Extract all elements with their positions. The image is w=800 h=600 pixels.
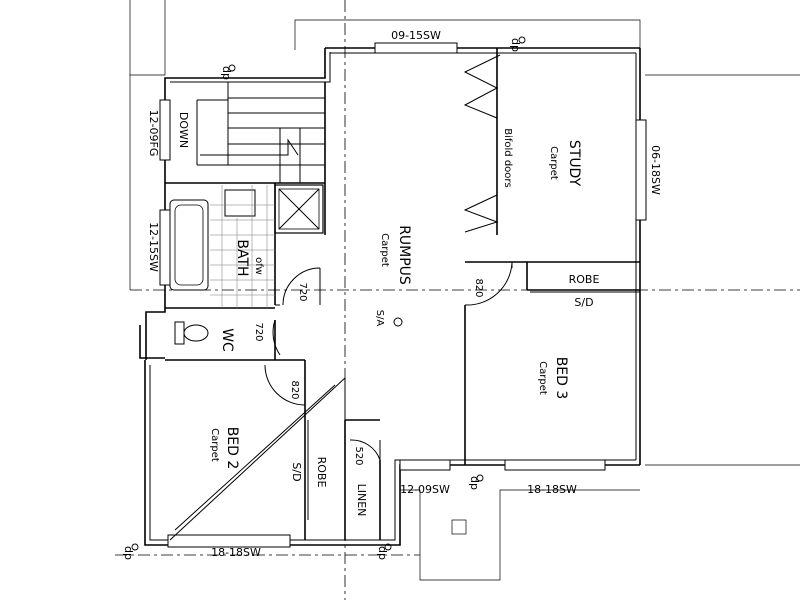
stair-direction-arrow bbox=[200, 138, 299, 156]
downpipe-icon bbox=[228, 64, 236, 72]
bed3-floor: Carpet bbox=[537, 361, 548, 395]
door-bath-size: 720 bbox=[297, 282, 308, 301]
door-wc bbox=[272, 304, 281, 356]
downpipe-label: dp bbox=[121, 546, 134, 560]
smoke-alarm-label: S/A bbox=[374, 310, 385, 327]
bifold-label: Bifold doors bbox=[502, 128, 513, 188]
bed3-name: BED 3 bbox=[553, 357, 569, 400]
downpipe-icon bbox=[131, 543, 139, 551]
stairs-label: DOWN bbox=[177, 112, 190, 148]
toilet bbox=[174, 321, 209, 345]
smoke-alarm-icon bbox=[393, 317, 403, 327]
robe-bed3-name: ROBE bbox=[569, 273, 600, 286]
bathtub bbox=[169, 199, 209, 291]
bath-floor-tiles bbox=[210, 185, 275, 308]
bed2-diagonal-inner bbox=[174, 384, 336, 531]
study-name: STUDY bbox=[566, 140, 582, 187]
bath-fw: ofw bbox=[253, 257, 264, 275]
shower bbox=[274, 184, 324, 234]
window-bath bbox=[159, 209, 171, 286]
door-bed3 bbox=[464, 262, 513, 306]
window-bath-label: 12-15SW bbox=[147, 222, 160, 272]
bed2-name: BED 2 bbox=[224, 427, 240, 470]
robe-bed2-door: S/D bbox=[290, 462, 303, 481]
bed2-diagonal-wall bbox=[169, 376, 346, 541]
door-wc-size: 720 bbox=[253, 322, 264, 341]
window-top bbox=[374, 42, 458, 54]
bath-name: BATH bbox=[234, 239, 250, 276]
downpipe-label: dp bbox=[467, 476, 480, 490]
stairs bbox=[196, 82, 325, 183]
door-linen bbox=[349, 439, 381, 461]
window-top-label: 09-15SW bbox=[391, 29, 441, 42]
window-stair-label: 12-09FG bbox=[147, 110, 160, 157]
rumpus-name: RUMPUS bbox=[396, 225, 412, 285]
window-bed3-bottom bbox=[504, 459, 606, 471]
door-linen-size: 520 bbox=[353, 446, 364, 465]
windows bbox=[159, 42, 647, 548]
door-bed2 bbox=[264, 359, 306, 406]
window-stair bbox=[159, 99, 171, 161]
downpipe-label: dp bbox=[219, 66, 232, 80]
door-bed2-size: 820 bbox=[289, 380, 300, 399]
doors bbox=[264, 54, 640, 520]
downpipe-icon bbox=[384, 543, 392, 551]
window-bottom-mid bbox=[399, 459, 451, 471]
linen-name: LINEN bbox=[355, 484, 368, 517]
study-floor: Carpet bbox=[548, 146, 559, 180]
downpipes bbox=[131, 36, 526, 551]
rumpus-floor: Carpet bbox=[379, 233, 390, 267]
downpipe-label: dp bbox=[375, 546, 388, 560]
downpipe-icon bbox=[518, 36, 526, 44]
window-bed3-bottom-label: 18-18SW bbox=[527, 483, 577, 496]
window-study-side-label: 06-18SW bbox=[649, 145, 662, 195]
downpipe-icon bbox=[476, 474, 484, 482]
bath-fixtures bbox=[169, 184, 324, 345]
robe-bed2-name: ROBE bbox=[315, 457, 328, 488]
downpipe-label: dp bbox=[508, 38, 521, 52]
vanity bbox=[224, 189, 256, 217]
window-bottom-mid-label: 12-09SW bbox=[400, 483, 450, 496]
robe-bed3-door: S/D bbox=[574, 296, 593, 309]
wc-name: WC bbox=[219, 328, 235, 352]
door-bath bbox=[282, 267, 321, 306]
window-study-side bbox=[635, 119, 647, 221]
window-bed2-bottom bbox=[167, 534, 291, 548]
window-bed2-bottom-label: 18-18SW bbox=[211, 546, 261, 559]
construction-lines bbox=[115, 0, 800, 600]
bifold-doors bbox=[463, 54, 501, 233]
door-bed3-size: 820 bbox=[473, 278, 484, 297]
robe-sliding-doors bbox=[307, 291, 640, 520]
bed2-floor: Carpet bbox=[209, 428, 220, 462]
